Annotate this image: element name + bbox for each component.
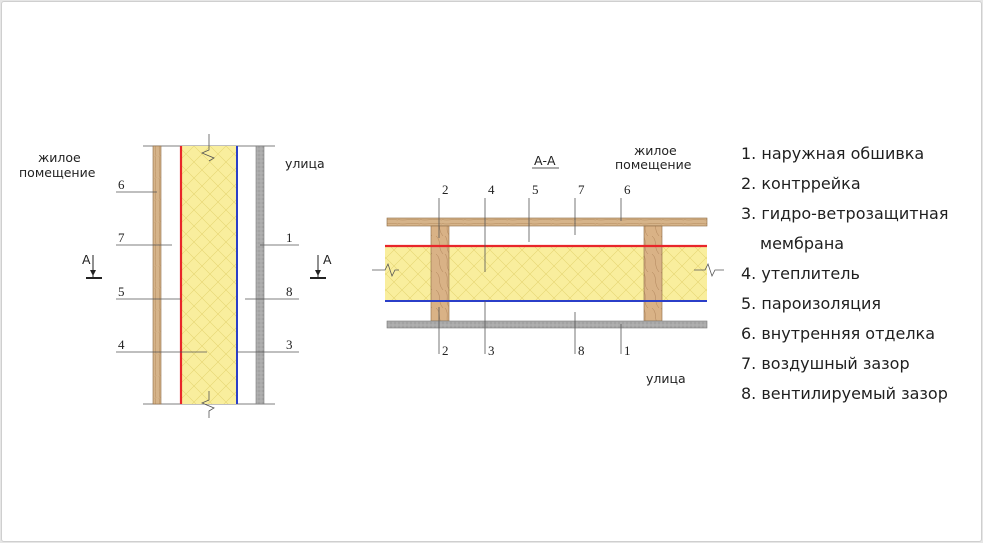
section-callout-2-bottom: 2 xyxy=(442,343,449,358)
break-mark-top xyxy=(200,134,215,162)
room-label-line2: помещение xyxy=(19,165,96,180)
callout-3: 3 xyxy=(286,337,293,352)
legend-num: 2. xyxy=(741,174,757,193)
break-mark-bottom xyxy=(200,391,215,418)
callout-7: 7 xyxy=(118,230,125,245)
legend-text: мембрана xyxy=(760,234,845,253)
section-stud-right xyxy=(643,225,663,322)
legend-num: 1. xyxy=(741,144,757,163)
section-callout-8: 8 xyxy=(578,343,585,358)
callout-8: 8 xyxy=(286,284,293,299)
legend-text: контррейка xyxy=(761,174,861,193)
legend-item-3-cont: мембрана xyxy=(741,229,948,259)
callout-1: 1 xyxy=(286,230,293,245)
section-marker-right: А xyxy=(310,252,332,279)
legend-num: 5. xyxy=(741,294,757,313)
section-marker-left: А xyxy=(82,252,102,279)
insulation-layer xyxy=(181,146,237,404)
legend-item-4: 4. утеплитель xyxy=(741,259,948,289)
legend-item-5: 5. пароизоляция xyxy=(741,289,948,319)
legend-num: 8. xyxy=(741,384,757,403)
section-outer-sheathing xyxy=(386,320,708,329)
section-break-left xyxy=(372,262,399,278)
section-callout-1: 1 xyxy=(624,343,631,358)
callout-5: 5 xyxy=(118,284,125,299)
section-callout-3: 3 xyxy=(488,343,495,358)
section-room-label-line1: жилое xyxy=(634,143,677,158)
section-callout-2-top: 2 xyxy=(442,182,449,197)
horizontal-section: А-А жилое помещение улица 2 4 5 7 6 xyxy=(372,143,724,386)
legend-item-7: 7. воздушный зазор xyxy=(741,349,948,379)
section-street-label: улица xyxy=(646,371,686,386)
section-callout-7: 7 xyxy=(578,182,585,197)
section-inner-finish xyxy=(386,217,708,227)
legend-item-6: 6. внутренняя отделка xyxy=(741,319,948,349)
callout-4: 4 xyxy=(118,337,125,352)
legend-text: внутренняя отделка xyxy=(761,324,936,343)
legend-num: 6. xyxy=(741,324,757,343)
vertical-section: 6 7 5 4 1 8 3 жилое помещение улица А А xyxy=(19,134,332,418)
section-title: А-А xyxy=(534,153,556,168)
inner-finish-layer xyxy=(152,145,162,405)
outer-sheathing-layer xyxy=(255,145,265,405)
section-callout-5: 5 xyxy=(532,182,539,197)
legend-text: гидро-ветрозащитная xyxy=(761,204,949,223)
section-callout-6: 6 xyxy=(624,182,631,197)
legend: 1. наружная обшивка 2. контррейка 3. гид… xyxy=(741,139,948,409)
section-stud-left xyxy=(430,225,450,322)
legend-text: наружная обшивка xyxy=(761,144,925,163)
legend-item-3: 3. гидро-ветрозащитная xyxy=(741,199,948,229)
section-break-right xyxy=(694,262,724,278)
legend-text: пароизоляция xyxy=(761,294,882,313)
legend-num: 3. xyxy=(741,204,757,223)
legend-item-2: 2. контррейка xyxy=(741,169,948,199)
street-label: улица xyxy=(285,156,325,171)
section-room-label-line2: помещение xyxy=(615,157,692,172)
section-callout-4: 4 xyxy=(488,182,495,197)
legend-num: 7. xyxy=(741,354,757,373)
legend-text: вентилируемый зазор xyxy=(761,384,948,403)
legend-num: 4. xyxy=(741,264,757,283)
legend-text: утеплитель xyxy=(761,264,860,283)
callout-6: 6 xyxy=(118,177,125,192)
section-marker-left-label: А xyxy=(82,252,91,267)
section-marker-right-label: А xyxy=(323,252,332,267)
legend-text: воздушный зазор xyxy=(761,354,910,373)
room-label-line1: жилое xyxy=(38,150,81,165)
legend-item-1: 1. наружная обшивка xyxy=(741,139,948,169)
legend-item-8: 8. вентилируемый зазор xyxy=(741,379,948,409)
